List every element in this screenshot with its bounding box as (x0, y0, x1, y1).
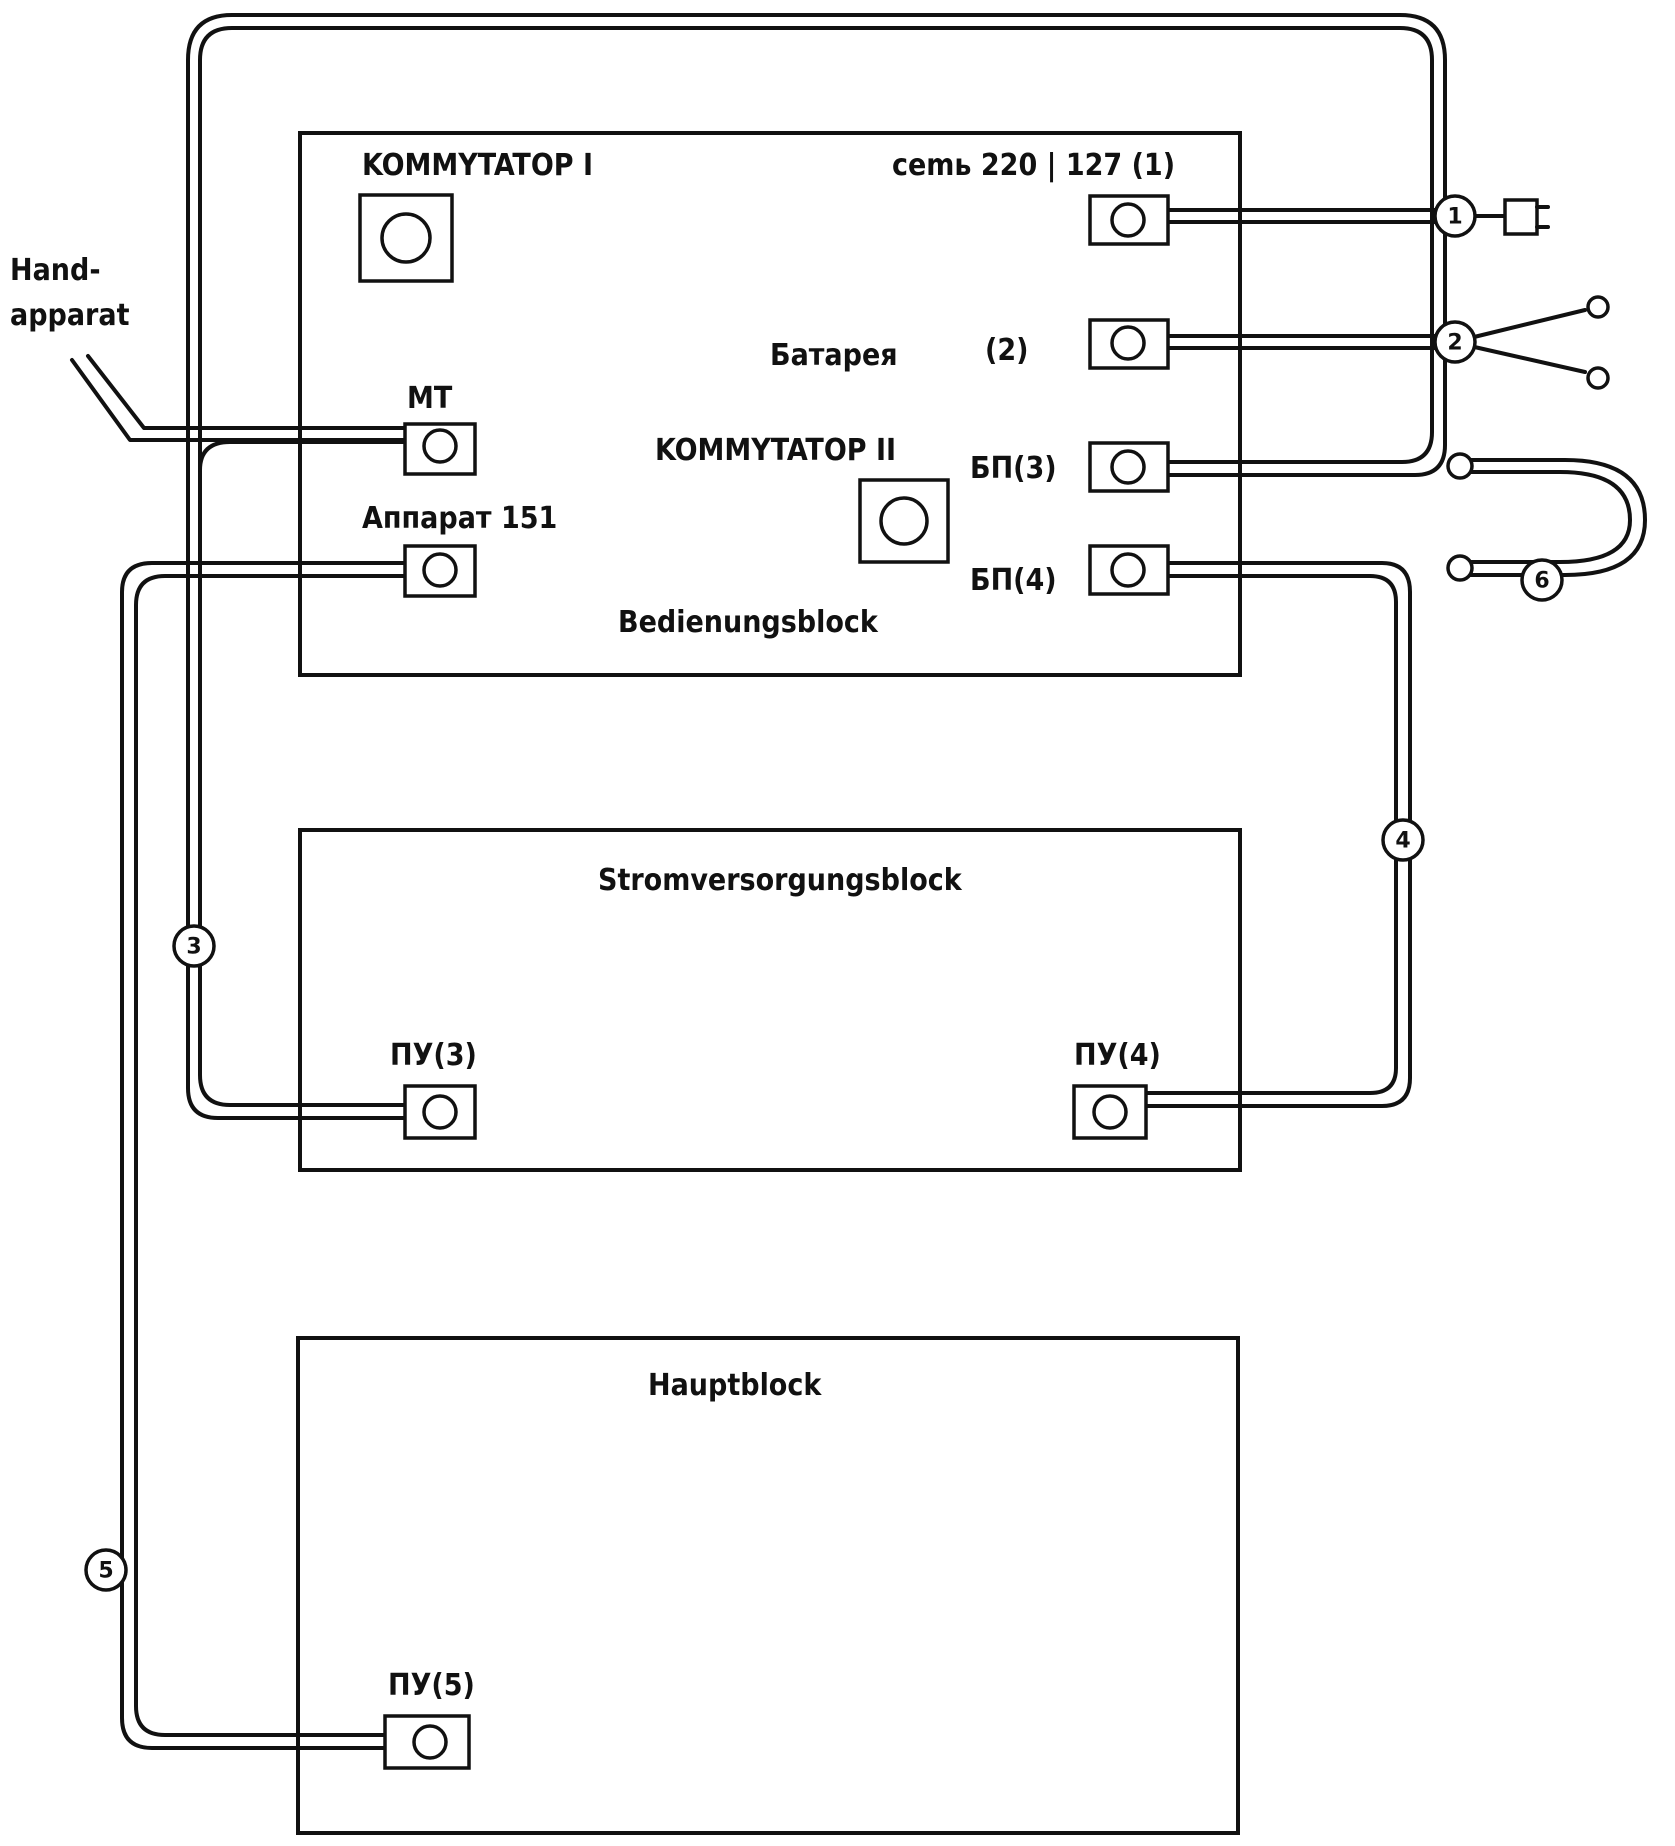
power-block-title: Stromversorgungsblock (598, 863, 963, 898)
apparat-label: Аппарат 151 (362, 501, 557, 536)
switch-1-label: KOMMYTATOP I (362, 148, 593, 183)
cable-tag-2: 2 (1433, 320, 1477, 364)
pu4-label: ПУ(4) (1074, 1038, 1161, 1073)
switch-1-knob (358, 193, 454, 283)
mt-label: MT (407, 381, 453, 416)
cable-5 (120, 561, 442, 1750)
handset-cable (70, 354, 442, 442)
cable-tag-4: 4 (1381, 818, 1425, 862)
main-block-outline (296, 1336, 1240, 1835)
pu3-label: ПУ(3) (390, 1038, 477, 1073)
socket-mt (403, 422, 477, 476)
socket-pu3 (403, 1084, 477, 1140)
main-block-title: Hauptblock (648, 1368, 822, 1403)
battery-number-label: (2) (985, 333, 1028, 368)
cable-tag-1: 1 (1433, 194, 1477, 238)
socket-battery (1088, 318, 1170, 370)
mains-label: cemь 220 | 127 (1) (892, 148, 1175, 183)
socket-pu4 (1072, 1084, 1148, 1140)
svg-text:6: 6 (1534, 569, 1549, 594)
svg-text:3: 3 (186, 935, 201, 960)
power-block-outline (298, 828, 1242, 1172)
socket-apparat (403, 544, 477, 598)
battery-label: Батарея (770, 338, 898, 373)
handset-label-line1: Hand- (10, 253, 101, 288)
cable-1 (1136, 198, 1550, 236)
socket-mains (1088, 194, 1170, 246)
socket-bp4 (1088, 544, 1170, 596)
socket-pu5 (383, 1714, 471, 1770)
cable-tag-3: 3 (172, 924, 216, 968)
socket-bp3 (1088, 441, 1170, 493)
operator-block-title: Bedienungsblock (618, 605, 879, 640)
bp3-label: БП(3) (970, 451, 1057, 486)
cable-4 (1110, 561, 1412, 1108)
pu5-label: ПУ(5) (388, 1668, 475, 1703)
operator-block-outline (298, 131, 1242, 677)
cable-2 (1136, 295, 1610, 390)
cable-tag-6: 6 (1520, 558, 1564, 602)
svg-text:2: 2 (1447, 331, 1462, 356)
switch-2-knob (858, 478, 950, 564)
svg-text:4: 4 (1395, 829, 1410, 854)
svg-text:5: 5 (98, 1559, 113, 1584)
svg-text:1: 1 (1447, 205, 1462, 230)
switch-2-label: KOMMYTATOP II (655, 433, 896, 468)
cable-6 (1446, 452, 1647, 582)
bp4-label: БП(4) (970, 563, 1057, 598)
cable-3 (186, 13, 1447, 1120)
handset-label-line2: apparat (10, 298, 130, 333)
cable-tag-5: 5 (84, 1548, 128, 1592)
